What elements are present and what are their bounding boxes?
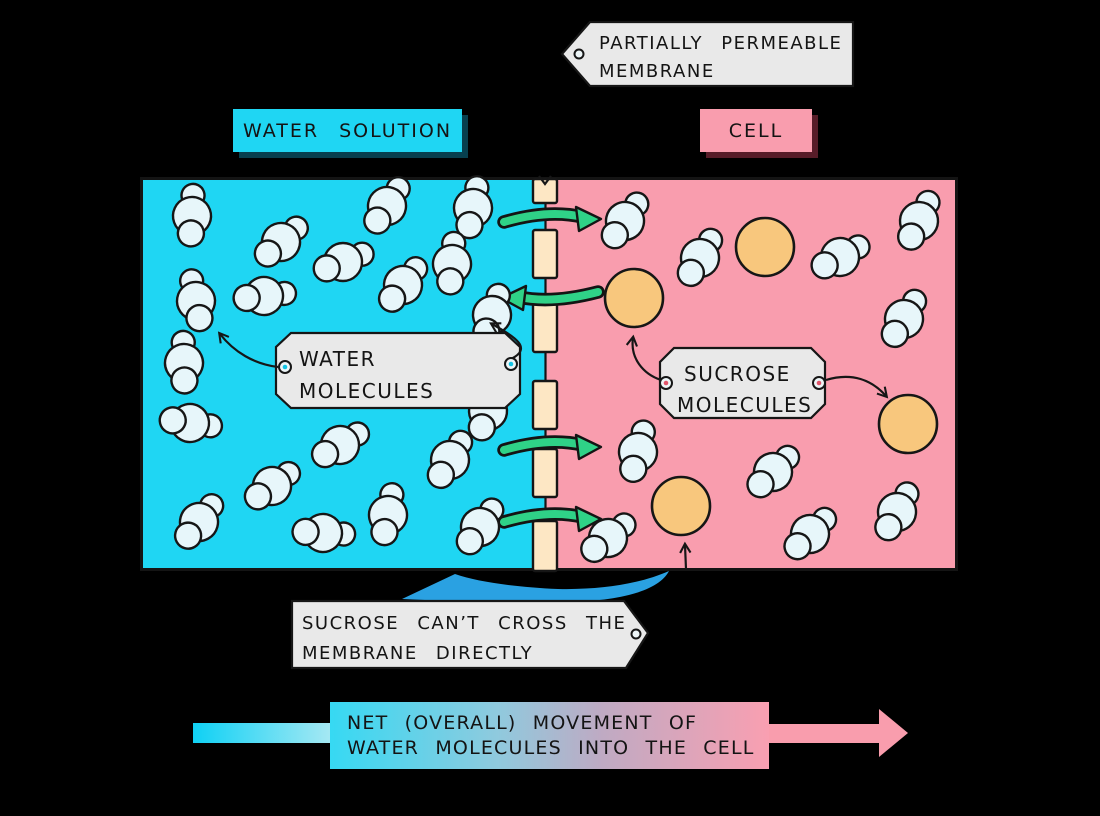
brace-icon	[402, 571, 669, 603]
cell-region	[546, 180, 955, 568]
water-solution-heading: WATER SOLUTION	[233, 109, 462, 152]
tag-eyelet-icon	[573, 48, 585, 60]
note-tag-eyelet-icon	[630, 628, 642, 640]
membrane-tag-line2: MEMBRANE	[599, 61, 715, 82]
net-arrow-line2: WATER MOLECULES INTO THE CELL	[347, 737, 755, 759]
membrane-tag: PARTIALLY PERMEABLE MEMBRANE	[560, 20, 855, 88]
membrane-tag-line1: PARTIALLY PERMEABLE	[599, 33, 842, 54]
cell-heading: CELL	[700, 109, 812, 152]
net-arrow-shaft-right	[769, 724, 879, 743]
sucrose-note-tag: SUCROSE CAN’T CROSS THE MEMBRANE DIRECTL…	[290, 599, 650, 670]
water-solution-region	[143, 180, 546, 568]
net-arrow-shaft-left	[193, 723, 330, 743]
net-arrow-line1: NET (OVERALL) MOVEMENT OF	[347, 712, 698, 734]
compartment-panel	[140, 177, 958, 571]
net-arrowhead-icon	[879, 709, 908, 757]
note-tag-line1: SUCROSE CAN’T CROSS THE	[302, 613, 626, 634]
net-arrow-text-box: NET (OVERALL) MOVEMENT OF WATER MOLECULE…	[330, 702, 769, 769]
note-tag-line2: MEMBRANE DIRECTLY	[302, 643, 533, 664]
